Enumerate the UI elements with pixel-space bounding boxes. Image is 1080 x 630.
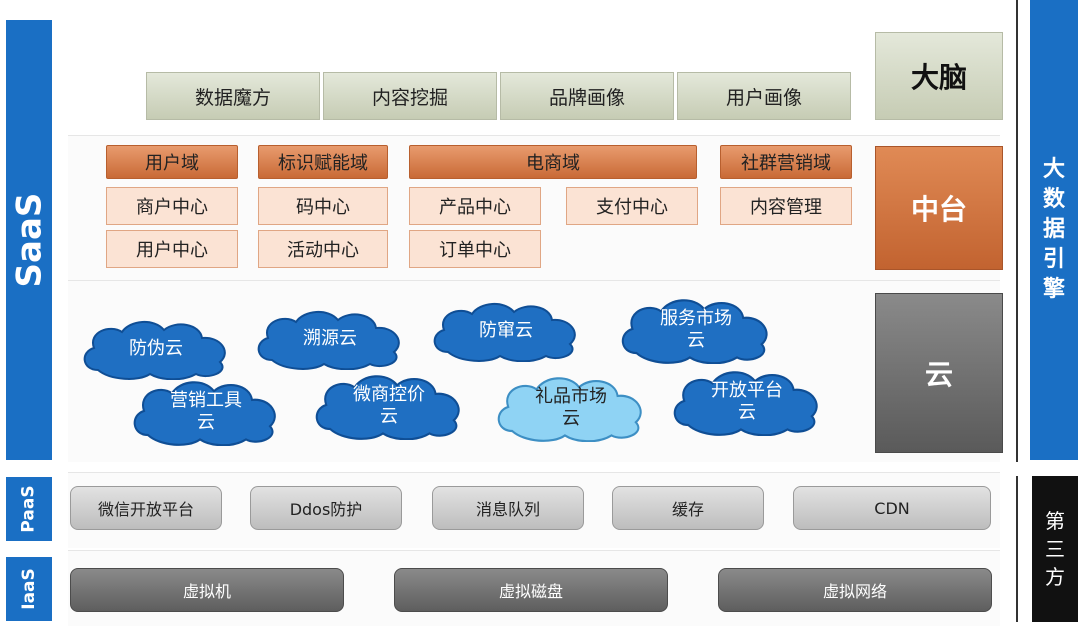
engine-char-2: 数 bbox=[1042, 187, 1065, 212]
cloud-anti-diversion: 防窜云 bbox=[428, 300, 584, 362]
cloud-service-market: 服务市场 云 bbox=[616, 296, 776, 364]
cloud-price-control-label: 微商控价 云 bbox=[353, 384, 425, 427]
content-management: 内容管理 bbox=[720, 187, 852, 225]
third-party-bracket bbox=[1016, 476, 1026, 622]
paas-cdn: CDN bbox=[793, 486, 991, 530]
cloud-service-market-label: 服务市场 云 bbox=[660, 308, 732, 351]
saas-bar: SaaS bbox=[6, 20, 52, 460]
brain-item-3: 品牌画像 bbox=[500, 72, 674, 120]
cloud-traceability: 溯源云 bbox=[252, 308, 408, 370]
third-party-label: 第 三 方 bbox=[1032, 476, 1078, 622]
cloud-anti-counterfeit: 防伪云 bbox=[78, 318, 234, 380]
engine-char-5: 擎 bbox=[1042, 277, 1065, 302]
cloud-open-platform-label: 开放平台 云 bbox=[711, 380, 783, 423]
cloud-open-platform: 开放平台 云 bbox=[668, 368, 826, 436]
cloud-marketing-tools-label: 营销工具 云 bbox=[170, 390, 242, 433]
paas-cache: 缓存 bbox=[612, 486, 764, 530]
brain-item-1: 数据魔方 bbox=[146, 72, 320, 120]
iaas-network: 虚拟网络 bbox=[718, 568, 992, 612]
third-party-char-2: 三 bbox=[1045, 537, 1065, 561]
iaas-disk: 虚拟磁盘 bbox=[394, 568, 668, 612]
cloud-gift-market-label: 礼品市场 云 bbox=[535, 386, 607, 429]
cloud-traceability-label: 溯源云 bbox=[303, 328, 357, 349]
middle-side-box: 中台 bbox=[875, 146, 1003, 270]
cloud-price-control: 微商控价 云 bbox=[310, 372, 468, 440]
brain-item-2: 内容挖掘 bbox=[323, 72, 497, 120]
third-party-char-1: 第 bbox=[1045, 509, 1065, 533]
cloud-marketing-tools: 营销工具 云 bbox=[128, 378, 284, 446]
cloud-gift-market: 礼品市场 云 bbox=[492, 374, 650, 442]
engine-char-4: 引 bbox=[1042, 247, 1065, 272]
big-data-engine-label: 大 数 据 引 擎 bbox=[1030, 0, 1078, 460]
domain-ecommerce: 电商域 bbox=[409, 145, 697, 179]
brain-item-4: 用户画像 bbox=[677, 72, 851, 120]
engine-char-1: 大 bbox=[1042, 157, 1065, 182]
activity-center: 活动中心 bbox=[258, 230, 388, 268]
paas-ddos: Ddos防护 bbox=[250, 486, 402, 530]
domain-community: 社群营销域 bbox=[720, 145, 852, 179]
paas-bar: PaaS bbox=[6, 477, 52, 541]
third-party-char-3: 方 bbox=[1045, 565, 1065, 589]
paas-message-queue: 消息队列 bbox=[432, 486, 584, 530]
domain-identity: 标识赋能域 bbox=[258, 145, 388, 179]
paas-wechat-platform: 微信开放平台 bbox=[70, 486, 222, 530]
iaas-label: IaaS bbox=[18, 568, 39, 610]
merchant-center: 商户中心 bbox=[106, 187, 238, 225]
engine-char-3: 据 bbox=[1042, 217, 1065, 242]
order-center: 订单中心 bbox=[409, 230, 541, 268]
paas-label: PaaS bbox=[19, 485, 40, 533]
saas-label: SaaS bbox=[9, 192, 49, 288]
brain-side-box: 大脑 bbox=[875, 32, 1003, 120]
cloud-anti-diversion-label: 防窜云 bbox=[479, 320, 533, 341]
user-center: 用户中心 bbox=[106, 230, 238, 268]
iaas-bar: IaaS bbox=[6, 557, 52, 621]
code-center: 码中心 bbox=[258, 187, 388, 225]
domain-user: 用户域 bbox=[106, 145, 238, 179]
engine-bracket bbox=[1016, 0, 1026, 462]
iaas-vm: 虚拟机 bbox=[70, 568, 344, 612]
product-center: 产品中心 bbox=[409, 187, 541, 225]
payment-center: 支付中心 bbox=[566, 187, 698, 225]
cloud-side-box: 云 bbox=[875, 293, 1003, 453]
cloud-anti-counterfeit-label: 防伪云 bbox=[129, 338, 183, 359]
